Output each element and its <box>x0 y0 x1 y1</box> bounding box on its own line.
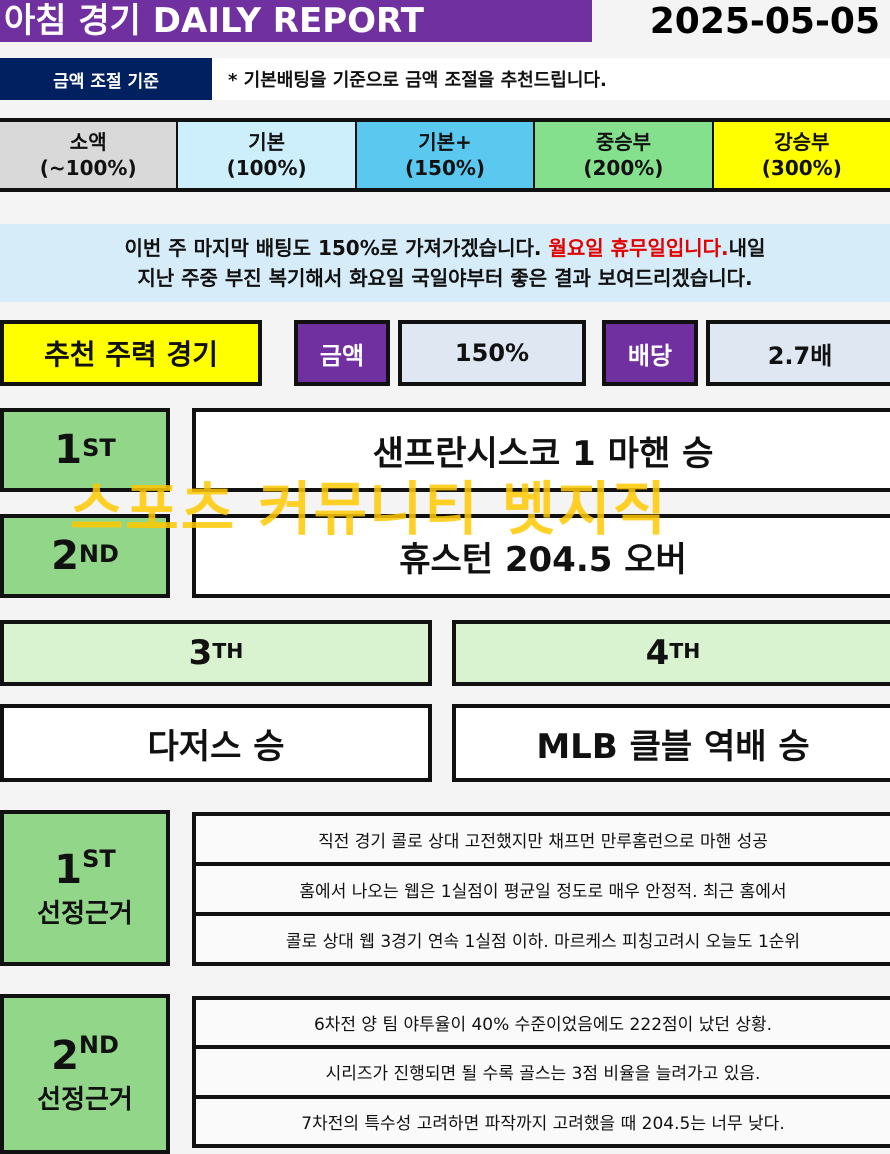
amount-label: 금액 <box>294 320 390 386</box>
game-pick-1: 샌프란시스코 1 마핸 승 <box>192 408 890 492</box>
tier-pct: (150%) <box>404 156 486 180</box>
amount-value: 150% <box>398 320 586 386</box>
notice-text: 이번 주 마지막 배팅도 150%로 가져가겠습니다. <box>124 236 549 260</box>
tier-name: 기본 <box>248 130 286 154</box>
reason-line: 시리즈가 진행되면 될 수록 골스는 3점 비율을 늘려가고 있음. <box>196 1049 890 1099</box>
reason-line: 7차전의 특수성 고려하면 파작까지 고려했을 때 204.5는 너무 낮다. <box>196 1098 890 1144</box>
pick-label: 추천 주력 경기 <box>0 320 262 386</box>
notice-highlight: 월요일 휴무일입니다. <box>548 236 729 260</box>
notice-text: 내일 <box>728 236 766 260</box>
tier-basic-plus: 기본+(150%) <box>356 122 536 188</box>
reason-line: 홈에서 나오는 웹은 1실점이 평균일 정도로 매우 안정적. 최근 홈에서 <box>196 866 890 916</box>
tier-small: 소액(~100%) <box>0 122 179 188</box>
game-pick-2: 휴스턴 204.5 오버 <box>192 514 890 598</box>
notice-line2: 지난 주중 부진 복기해서 화요일 국일야부터 좋은 결과 보여드리겠습니다. <box>137 266 753 290</box>
reason-line: 콜로 상대 웹 3경기 연속 1실점 이하. 마르케스 피칭고려시 오늘도 1순… <box>196 916 890 962</box>
criteria-note: * 기본배팅을 기준으로 금액 조절을 추천드립니다. <box>212 58 890 100</box>
criteria-label: 금액 조절 기준 <box>0 58 212 100</box>
tier-name: 강승부 <box>774 130 830 154</box>
reason-list-1: 직전 경기 콜로 상대 고전했지만 채프먼 만루홈런으로 마핸 성공 홈에서 나… <box>192 812 890 966</box>
reason-list-2: 6차전 양 팀 야투율이 40% 수준이었음에도 222점이 났던 상황. 시리… <box>192 996 890 1148</box>
game-pick-4: MLB 클블 역배 승 <box>452 704 890 782</box>
reason-line: 6차전 양 팀 야투율이 40% 수준이었음에도 222점이 났던 상황. <box>196 1000 890 1050</box>
tier-strong: 강승부(300%) <box>713 122 890 188</box>
tier-name: 중승부 <box>595 130 652 154</box>
tier-name: 소액 <box>69 130 107 154</box>
report-date: 2025-05-05 <box>649 0 880 42</box>
odds-label: 배당 <box>602 320 698 386</box>
tier-table: 소액(~100%) 기본(100%) 기본+(150%) 중승부(200%) 강… <box>0 118 890 192</box>
tier-pct: (200%) <box>583 156 664 180</box>
game-pick-3: 다저스 승 <box>0 704 432 782</box>
tier-basic: 기본(100%) <box>178 122 357 188</box>
tier-name: 기본+ <box>418 130 472 154</box>
tier-medium: 중승부(200%) <box>535 122 714 188</box>
report-title: 아침 경기 DAILY REPORT <box>0 0 592 42</box>
odds-value: 2.7배 <box>706 320 890 386</box>
tier-pct: (300%) <box>761 156 842 180</box>
reason-line: 직전 경기 콜로 상대 고전했지만 채프먼 만루홈런으로 마핸 성공 <box>196 816 890 866</box>
notice-banner: 이번 주 마지막 배팅도 150%로 가져가겠습니다. 월요일 휴무일입니다.내… <box>0 224 890 302</box>
tier-pct: (~100%) <box>39 156 137 180</box>
tier-pct: (100%) <box>226 156 307 180</box>
